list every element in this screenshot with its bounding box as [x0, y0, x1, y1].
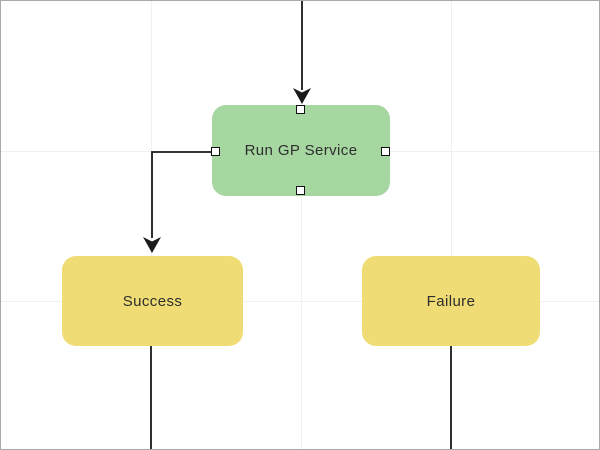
node-success[interactable]: Success — [62, 256, 243, 346]
node-run-gp-service-label: Run GP Service — [244, 142, 358, 159]
port-handle-bottom[interactable] — [296, 186, 305, 195]
node-success-label: Success — [122, 292, 183, 310]
node-failure[interactable]: Failure — [362, 256, 540, 346]
node-run-gp-service[interactable]: Run GP Service — [212, 105, 390, 196]
port-handle-right[interactable] — [381, 147, 390, 156]
connector-run-gp-to-success[interactable] — [151, 151, 211, 238]
arrowhead-into-success — [143, 237, 161, 253]
arrowhead-into-run-gp — [293, 88, 311, 104]
node-failure-label: Failure — [426, 292, 476, 310]
port-handle-top[interactable] — [296, 105, 305, 114]
port-handle-left[interactable] — [211, 147, 220, 156]
